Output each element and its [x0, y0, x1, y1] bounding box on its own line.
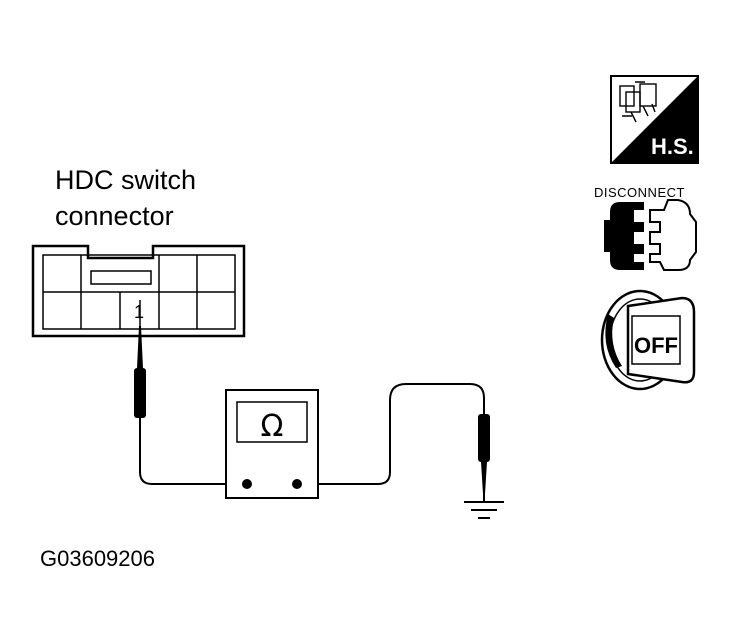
ignition-off-icon — [600, 289, 696, 391]
right-lead-wire — [297, 383, 485, 485]
connector-title-line2: connector — [55, 201, 174, 231]
hs-label: H.S. — [651, 134, 694, 159]
ohmmeter — [225, 389, 319, 499]
disconnect-icon — [604, 199, 697, 271]
meter-terminal-right — [292, 479, 302, 489]
connector-title-line1: HDC switch — [55, 165, 196, 195]
harness-side-icon — [610, 75, 699, 164]
figure-code: G03609206 — [40, 546, 155, 571]
left-lead-wire — [139, 418, 240, 485]
disconnect-label: DISCONNECT — [594, 185, 685, 200]
ground-icon — [464, 494, 504, 519]
meter-terminal-left — [242, 479, 252, 489]
off-label: OFF — [634, 333, 678, 358]
right-probe — [478, 414, 490, 494]
pin-label: 1 — [134, 302, 144, 322]
connector-body — [31, 244, 246, 338]
left-probe — [134, 300, 146, 418]
ohm-symbol: Ω — [261, 409, 284, 444]
